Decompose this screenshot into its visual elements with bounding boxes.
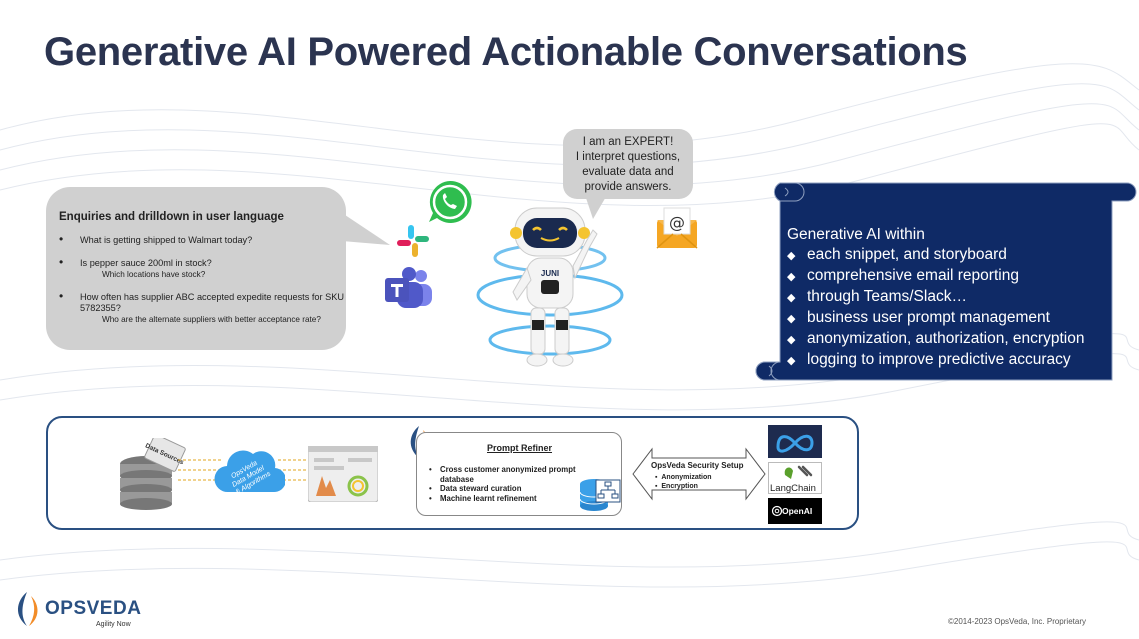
slack-icon (397, 225, 429, 257)
langchain-logo: LangChain (768, 462, 822, 494)
dashboard-icon (308, 446, 378, 502)
data-sources-icon: Data Sources (120, 438, 186, 510)
opsveda-logo-icon (17, 592, 38, 626)
svg-text:JUNI: JUNI (541, 269, 559, 278)
meta-llama-logo (768, 425, 822, 458)
brand-tagline: Agility Now (96, 621, 131, 628)
enquiries-heading: Enquiries and drilldown in user language (59, 211, 284, 223)
scroll-title: Generative AI within (787, 226, 925, 243)
scroll-item: ◆anonymization, authorization, encryptio… (787, 330, 1085, 347)
expert-bubble-tail (585, 195, 607, 219)
security-title: OpsVeda Security Setup (651, 461, 744, 470)
email-icon: @ (656, 207, 698, 249)
teams-icon (385, 267, 432, 308)
security-item: ▪ Encryption (655, 483, 698, 490)
cloud-icon: OpsVeda Data Model & Algorithms (214, 450, 285, 496)
security-arrow (632, 447, 766, 501)
copyright: ©2014-2023 OpsVeda, Inc. Proprietary (948, 617, 1086, 626)
openai-logo: OpenAI (768, 498, 822, 524)
svg-text:@: @ (669, 213, 685, 232)
scroll-item: ◆through Teams/Slack… (787, 288, 967, 305)
scroll-item: ◆logging to improve predictive accuracy (787, 351, 1071, 368)
whatsapp-icon (429, 180, 472, 223)
scroll-item: ◆comprehensive email reporting (787, 267, 1019, 284)
prompt-refiner-title: Prompt Refiner (487, 443, 553, 453)
brand-name: OpsVeda (45, 598, 142, 619)
scroll-item: ◆each snippet, and storyboard (787, 246, 1007, 263)
slide-title: Generative AI Powered Actionable Convers… (44, 30, 968, 74)
security-item: ▪ Anonymization (655, 474, 712, 481)
robot-illustration: JUNI (476, 207, 624, 367)
refiner-item: Data steward curation (427, 484, 587, 494)
refiner-item: Cross customer anonymized prompt databas… (427, 465, 587, 484)
pipeline-panel (46, 416, 859, 530)
expert-bubble: I am an EXPERT! I interpret questions, e… (563, 129, 693, 199)
scroll-banner (755, 182, 1137, 381)
refiner-item: Machine learnt refinement (427, 494, 587, 504)
enquiries-bubble: Enquiries and drilldown in user language… (46, 187, 346, 350)
scroll-item: ◆business user prompt management (787, 309, 1050, 326)
database-tree-icon (579, 479, 621, 511)
scroll-content: Generative AI within ◆each snippet, and … (787, 225, 1084, 371)
